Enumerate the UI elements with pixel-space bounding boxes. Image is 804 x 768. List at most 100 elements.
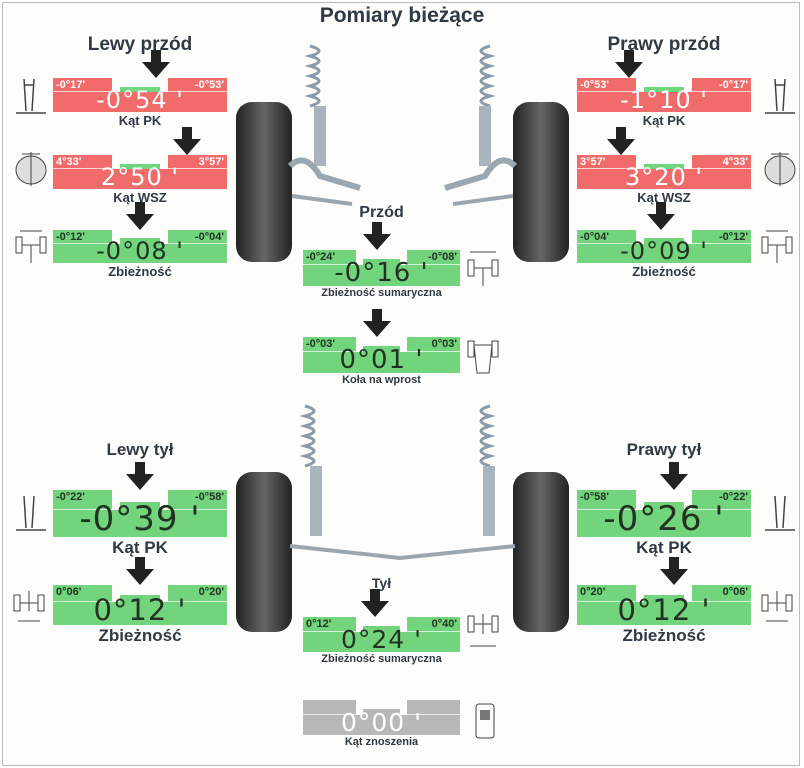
front-left-sai-indicator-arrow-icon — [172, 127, 201, 155]
toe-icon — [15, 230, 47, 263]
front-right-sai-indicator-arrow-icon — [606, 127, 635, 155]
rear-left-camber-bar: -0°22' -0°58' -0°39 ' — [53, 490, 227, 539]
rear-left-title: Lewy tył — [106, 440, 174, 459]
rear-left-camber-max: -0°58' — [194, 491, 224, 503]
front-right-camber-value: -1°10 ' — [620, 86, 708, 114]
camber-icon — [765, 78, 795, 114]
front-right-sai-min: 3°57' — [580, 156, 606, 168]
rear-right-toe-min: 0°20' — [580, 586, 606, 598]
front-left-sai-label: Kąt WSZ — [113, 190, 167, 205]
rear-left-toe-gauge: 0°06' 0°20' 0°12 ' Zbieżność — [53, 557, 227, 645]
front-right-toe-gauge: -0°04' -0°12' -0°09 ' Zbieżność — [577, 202, 751, 279]
rear-thrust-bar: 0°00 ' — [303, 700, 460, 737]
rear-right-camber-label: Kąt PK — [636, 538, 692, 557]
front-left-sai-max: 3°57' — [198, 156, 224, 168]
rear-right-toe-bar: 0°20' 0°06' 0°12 ' — [577, 585, 751, 627]
rear-left-camber-min: -0°22' — [56, 491, 86, 503]
rear-total-toe-bar: 0°12' 0°40' 0°24 ' — [303, 617, 460, 654]
front-left-camber-value: -0°54 ' — [96, 86, 184, 114]
front-right-toe-min: -0°04' — [580, 231, 610, 243]
front-left-sai-value: 2°50 ' — [100, 163, 180, 191]
front-right-camber-bar: -0°53' -0°17' -1°10 ' — [577, 78, 751, 114]
rear-total-toe-max: 0°40' — [431, 618, 457, 630]
front-total-toe-value: -0°16 ' — [334, 258, 429, 288]
front-right-toe-bar: -0°04' -0°12' -0°09 ' — [577, 230, 751, 265]
front-left-title: Lewy przód — [87, 34, 193, 55]
front-straight-label: Koła na wprost — [342, 374, 421, 386]
page-title: Pomiary bieżące — [319, 4, 485, 27]
rear-total-toe-icon — [467, 614, 499, 647]
front-total-toe-indicator-arrow-icon — [362, 222, 391, 250]
rear-right-toe-max: 0°06' — [722, 586, 748, 598]
front-left-camber-indicator-arrow-icon — [141, 50, 170, 78]
front-suspension-illustration — [236, 44, 569, 262]
front-right-sai-gauge: 3°57' 4°33' 3°20 ' Kąt WSZ — [577, 127, 751, 205]
front-left-camber-bar: -0°17' -0°53' -0°54 ' — [53, 78, 227, 114]
front-straight-value: 0°01 ' — [339, 345, 424, 375]
front-left-camber-label: Kąt PK — [118, 113, 162, 128]
front-straight-max: 0°03' — [431, 338, 457, 350]
rear-total-toe-gauge: 0°12' 0°40' 0°24 ' Zbieżność sumaryczna — [303, 589, 460, 665]
sai-wheel-icon — [764, 152, 796, 186]
thrust-angle-icon — [475, 703, 495, 739]
front-right-camber-max: -0°17' — [718, 79, 748, 91]
rear-left-toe-bar: 0°06' 0°20' 0°12 ' — [53, 585, 227, 627]
rear-total-toe-label: Zbieżność sumaryczna — [321, 653, 442, 665]
rear-right-toe-gauge: 0°20' 0°06' 0°12 ' Zbieżność — [577, 557, 751, 645]
rear-left-camber-indicator-arrow-icon — [126, 462, 154, 490]
straight-ahead-icon — [467, 340, 499, 374]
rear-right-toe-value: 0°12 ' — [617, 593, 711, 627]
front-total-toe-max: -0°08' — [427, 251, 457, 263]
rear-right-wheel — [513, 472, 569, 632]
rear-right-camber-value: -0°26 ' — [603, 499, 725, 539]
front-right-camber-gauge: -0°53' -0°17' -1°10 ' Kąt PK — [577, 50, 751, 128]
front-right-sai-bar: 3°57' 4°33' 3°20 ' — [577, 155, 751, 191]
camber-icon — [16, 78, 46, 114]
front-straight-bar: -0°03' 0°03' 0°01 ' — [303, 337, 460, 375]
rear-total-toe-min: 0°12' — [306, 618, 332, 630]
front-left-wheel — [236, 102, 292, 262]
rear-title: Tył — [371, 575, 392, 591]
sai-wheel-icon — [15, 152, 47, 186]
rear-thrust-gauge: 0°00 ' Kąt znoszenia — [303, 700, 460, 748]
front-left-toe-value: -0°08 ' — [96, 237, 184, 265]
front-left-toe-gauge: -0°12' -0°04' -0°08 ' Zbieżność — [53, 202, 227, 279]
front-straight-gauge: -0°03' 0°03' 0°01 ' Koła na wprost — [303, 309, 460, 386]
front-left-camber-min: -0°17' — [56, 79, 86, 91]
rear-right-camber-min: -0°58' — [580, 491, 610, 503]
front-right-toe-value: -0°09 ' — [620, 237, 708, 265]
front-title: Przód — [359, 204, 404, 221]
rear-right-toe-label: Zbieżność — [622, 626, 706, 645]
front-left-toe-max: -0°04' — [194, 231, 224, 243]
front-total-toe-gauge: -0°24' -0°08' -0°16 ' Zbieżność sumarycz… — [303, 222, 460, 299]
front-left-camber-max: -0°53' — [194, 79, 224, 91]
rear-right-camber-indicator-arrow-icon — [660, 462, 689, 490]
front-right-toe-indicator-arrow-icon — [646, 202, 675, 230]
rear-left-camber-gauge: -0°22' -0°58' -0°39 ' Kąt PK — [53, 462, 227, 557]
front-right-camber-min: -0°53' — [580, 79, 610, 91]
rear-left-toe-max: 0°20' — [198, 586, 224, 598]
rear-left-camber-label: Kąt PK — [112, 538, 168, 557]
rear-thrust-label: Kąt znoszenia — [344, 736, 419, 748]
front-straight-min: -0°03' — [306, 338, 336, 350]
front-right-sai-max: 4°33' — [722, 156, 748, 168]
front-right-sai-value: 3°20 ' — [624, 163, 704, 191]
rear-total-toe-indicator-arrow-icon — [361, 589, 390, 617]
front-total-toe-min: -0°24' — [306, 251, 336, 263]
front-right-toe-label: Zbieżność — [632, 264, 696, 279]
rear-left-camber-value: -0°39 ' — [79, 499, 201, 539]
rear-left-toe-indicator-arrow-icon — [126, 557, 154, 585]
front-total-toe-bar: -0°24' -0°08' -0°16 ' — [303, 250, 460, 288]
front-right-toe-max: -0°12' — [718, 231, 748, 243]
rear-left-toe-label: Zbieżność — [98, 626, 182, 645]
camber-icon — [765, 495, 795, 531]
front-right-camber-label: Kąt PK — [642, 113, 686, 128]
front-left-toe-label: Zbieżność — [108, 264, 172, 279]
front-right-sai-label: Kąt WSZ — [637, 190, 691, 205]
front-right-title: Prawy przód — [607, 34, 721, 55]
rear-right-title: Prawy tył — [626, 440, 702, 459]
front-total-toe-label: Zbieżność sumaryczna — [321, 287, 442, 299]
toe-icon — [761, 591, 793, 622]
rear-right-camber-bar: -0°58' -0°22' -0°26 ' — [577, 490, 751, 539]
